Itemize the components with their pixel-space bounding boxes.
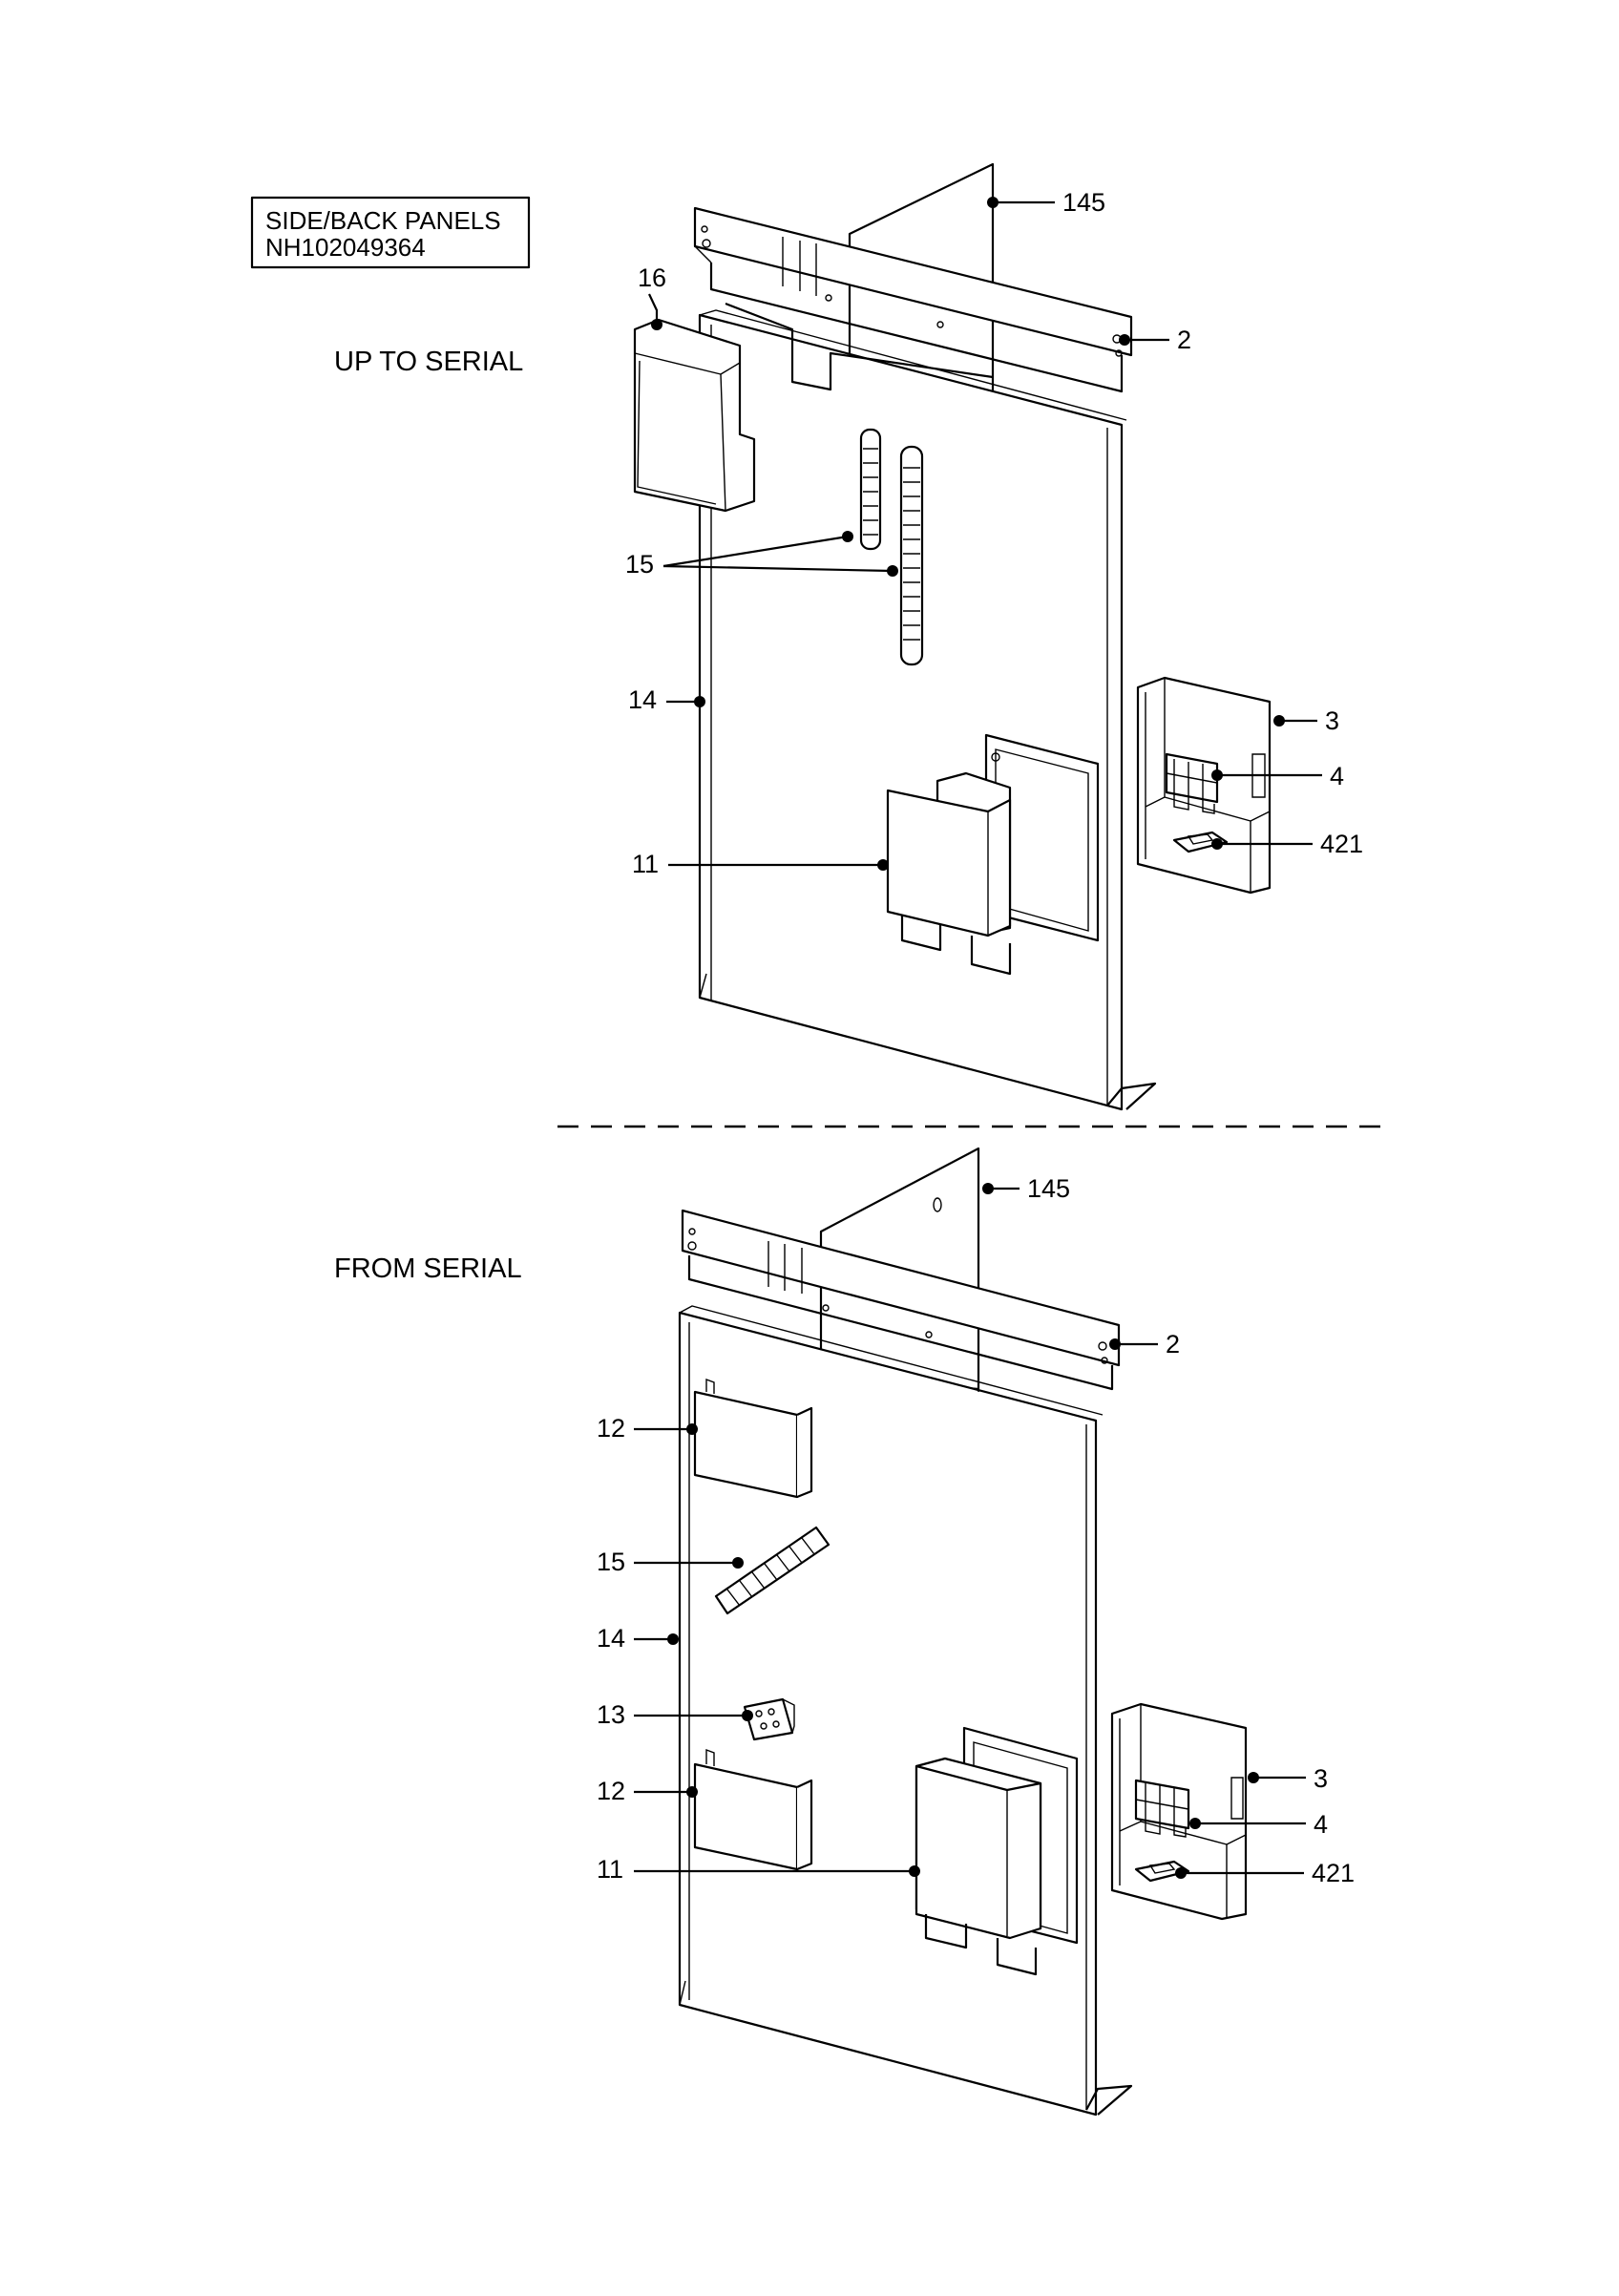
callout-3-b: 3 — [1314, 1764, 1328, 1793]
title-box-frame — [250, 196, 531, 269]
conduit-15-b — [714, 1526, 831, 1615]
callout-2-b: 2 — [1166, 1330, 1180, 1359]
callout-3: 3 — [1325, 706, 1339, 735]
callout-15: 15 — [625, 550, 654, 579]
back-panel-14 — [698, 313, 1124, 1111]
section-label-up-to-serial: UP TO SERIAL — [334, 347, 523, 377]
control-box-11 — [886, 789, 1012, 937]
top-rail-2 — [693, 206, 1133, 357]
callout-16: 16 — [638, 263, 666, 292]
title-box: SIDE/BACK PANELS NH102049364 — [250, 196, 531, 269]
top-rail-2-b — [681, 1209, 1121, 1367]
bracket-16 — [633, 318, 756, 513]
callout-421: 421 — [1320, 830, 1363, 858]
terminal-block-4-b — [1134, 1779, 1190, 1838]
callout-15-b: 15 — [597, 1548, 625, 1576]
callout-12-lower: 12 — [597, 1777, 625, 1805]
cover-12-lower — [693, 1748, 813, 1871]
callouts-lower: 145 2 12 15 14 13 12 11 3 4 421 — [597, 1174, 1355, 1887]
conduit-15a — [859, 428, 882, 551]
callout-2: 2 — [1177, 326, 1191, 354]
callout-11: 11 — [632, 850, 659, 878]
assembly-up-to-serial — [633, 162, 1272, 1111]
terminal-block-4 — [1165, 752, 1219, 814]
cover-12-upper — [693, 1378, 813, 1499]
conduit-15b — [899, 445, 924, 666]
callout-13: 13 — [597, 1700, 625, 1729]
callouts-upper: 145 2 16 15 14 3 4 421 11 — [625, 188, 1363, 878]
control-box-11-b — [915, 1764, 1042, 1940]
title-line-2: NH102049364 — [265, 233, 426, 262]
callout-421-b: 421 — [1312, 1859, 1355, 1887]
callout-11-b: 11 — [597, 1855, 623, 1884]
switch-421-b — [1134, 1860, 1190, 1883]
title-line-1: SIDE/BACK PANELS — [265, 206, 501, 235]
assembly-from-serial — [678, 1147, 1248, 2117]
callout-4: 4 — [1330, 762, 1344, 790]
callout-145: 145 — [1062, 188, 1105, 217]
terminal-13 — [743, 1697, 795, 1741]
callout-145-b: 145 — [1027, 1174, 1070, 1203]
switch-421 — [1172, 831, 1229, 853]
callout-12-upper: 12 — [597, 1414, 625, 1443]
callout-14: 14 — [628, 685, 657, 714]
callout-14-b: 14 — [597, 1624, 625, 1653]
section-label-from-serial: FROM SERIAL — [334, 1253, 522, 1284]
callout-4-b: 4 — [1314, 1810, 1328, 1839]
